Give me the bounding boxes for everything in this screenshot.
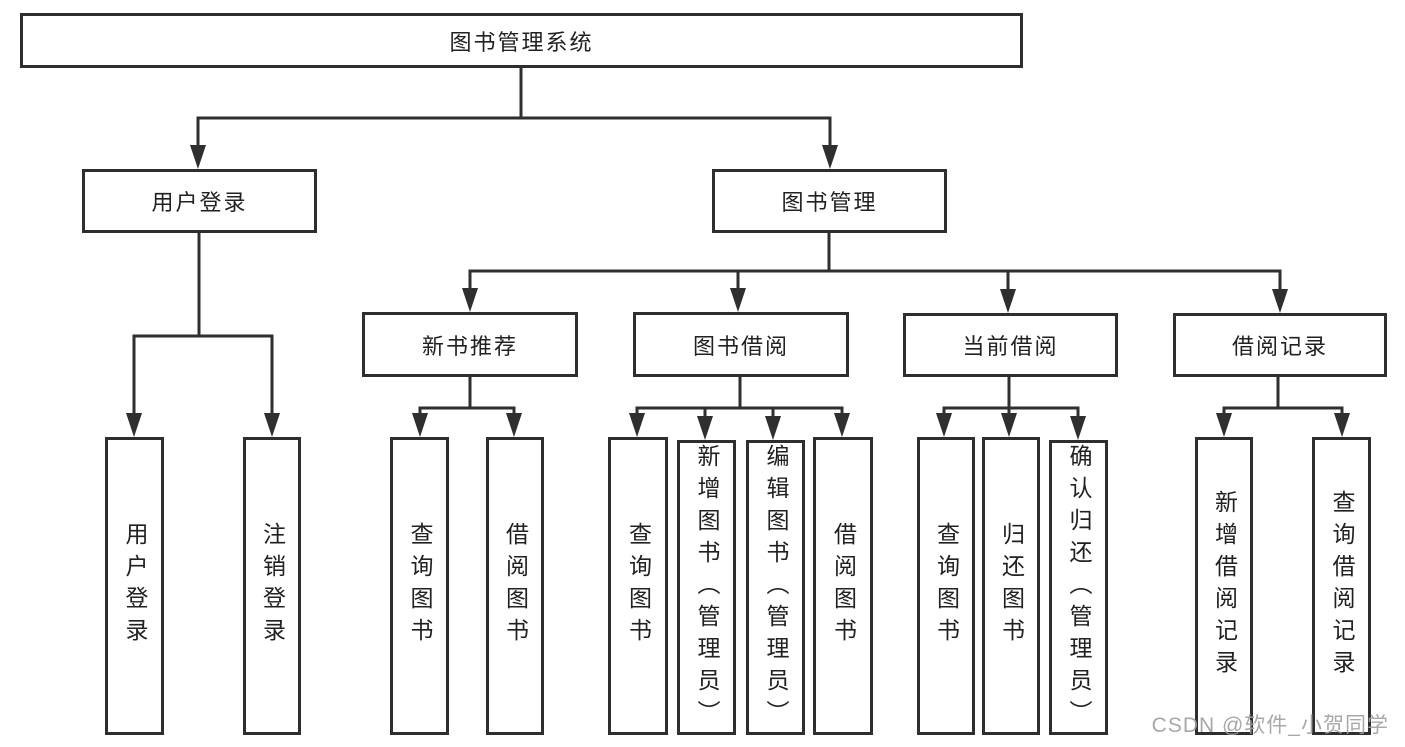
arrowhead	[629, 413, 645, 437]
connector-root-to-level2	[196, 66, 832, 147]
leaf-newbook-borrow-label: 借阅图书	[502, 522, 529, 650]
node-book-management: 图书管理	[712, 169, 947, 233]
connector-records-to-leaves	[1222, 375, 1344, 417]
node-book-borrow: 图书借阅	[633, 312, 849, 377]
arrowhead	[1272, 289, 1288, 313]
node-root: 图书管理系统	[20, 13, 1023, 68]
leaf-user-login-label: 用户登录	[122, 522, 148, 650]
node-user-login-label: 用户登录	[151, 190, 248, 215]
connector-borrow-to-leaves	[635, 375, 844, 420]
leaf-borrow-add-book-admin-label: 新增图书（管理员）	[694, 443, 720, 732]
leaf-borrow-book-label: 借阅图书	[830, 522, 857, 650]
arrowhead	[462, 288, 478, 312]
arrowhead	[1070, 416, 1086, 440]
arrowhead	[1000, 289, 1016, 313]
connector-bookmgmt-to-level3	[468, 230, 1282, 292]
node-user-login: 用户登录	[82, 169, 317, 233]
leaf-borrow-query-label: 查询图书	[625, 522, 652, 650]
leaf-borrow-book: 借阅图书	[813, 437, 873, 735]
arrowhead	[765, 416, 781, 440]
node-borrow-records: 借阅记录	[1173, 313, 1387, 377]
arrowhead	[936, 413, 952, 437]
node-book-management-label: 图书管理	[781, 190, 878, 215]
leaf-borrow-edit-book-admin-label: 编辑图书（管理员）	[763, 443, 789, 732]
leaf-newbook-query-label: 查询图书	[407, 522, 433, 650]
node-borrow-records-label: 借阅记录	[1231, 334, 1328, 359]
arrowhead	[126, 413, 142, 437]
leaf-return-book-label: 归还图书	[998, 522, 1025, 650]
arrowhead	[730, 288, 746, 312]
arrowhead	[834, 413, 850, 437]
leaf-confirm-return-admin-label: 确认归还（管理员）	[1066, 443, 1092, 732]
csdn-watermark: CSDN @软件_小贺同学	[1151, 714, 1389, 737]
connector-userlogin-to-leaves	[132, 230, 274, 417]
leaf-newbook-query: 查询图书	[390, 437, 449, 735]
leaf-query-borrow-record: 查询借阅记录	[1312, 437, 1371, 735]
arrowhead	[1216, 413, 1232, 437]
leaf-borrow-query: 查询图书	[608, 437, 668, 735]
arrowhead	[697, 416, 713, 440]
leaf-query-borrow-record-label: 查询借阅记录	[1329, 490, 1355, 682]
arrowhead	[264, 413, 280, 437]
arrowhead	[190, 145, 206, 169]
leaf-borrow-edit-book-admin: 编辑图书（管理员）	[746, 440, 805, 735]
node-new-book-recommend: 新书推荐	[362, 312, 578, 377]
connector-newbook-to-leaves	[418, 375, 516, 417]
node-book-borrow-label: 图书借阅	[692, 333, 789, 359]
arrowhead	[1334, 413, 1350, 437]
arrowhead	[822, 145, 838, 169]
node-current-borrow: 当前借阅	[903, 313, 1118, 377]
node-current-borrow-label: 当前借阅	[962, 334, 1059, 359]
arrowhead	[506, 413, 522, 437]
leaf-current-query: 查询图书	[917, 437, 975, 735]
leaf-add-borrow-record: 新增借阅记录	[1195, 437, 1253, 735]
leaf-logout: 注销登录	[243, 437, 301, 735]
node-root-label: 图书管理系统	[449, 29, 594, 55]
leaf-current-query-label: 查询图书	[933, 522, 960, 650]
leaf-confirm-return-admin: 确认归还（管理员）	[1049, 440, 1108, 735]
arrowhead	[1001, 413, 1017, 437]
leaf-logout-label: 注销登录	[259, 522, 286, 650]
leaf-add-borrow-record-label: 新增借阅记录	[1211, 490, 1238, 682]
leaf-borrow-add-book-admin: 新增图书（管理员）	[677, 440, 736, 735]
leaf-user-login: 用户登录	[105, 437, 164, 735]
leaf-return-book: 归还图书	[982, 437, 1040, 735]
leaf-newbook-borrow: 借阅图书	[486, 437, 544, 735]
arrowhead	[412, 413, 428, 437]
connector-current-to-leaves	[942, 375, 1080, 420]
node-new-book-recommend-label: 新书推荐	[421, 333, 518, 359]
